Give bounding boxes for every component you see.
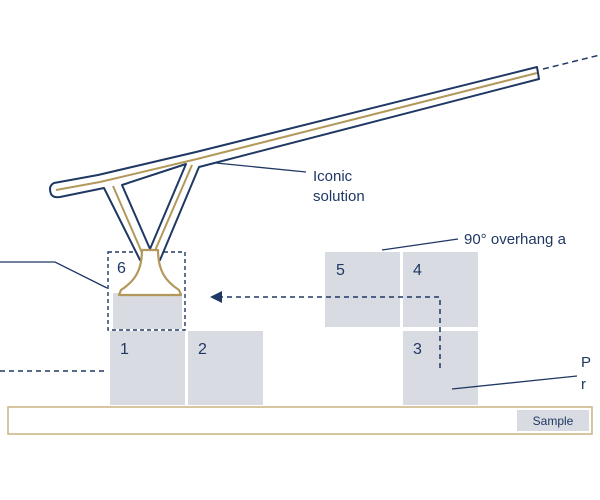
block-4	[403, 252, 478, 327]
sample-bar	[7, 406, 593, 435]
leader-line-iconic	[215, 162, 307, 173]
block-6	[113, 293, 182, 329]
block-5	[325, 252, 400, 327]
block-1-label: 1	[120, 341, 129, 358]
sample-label: Sample	[533, 414, 574, 428]
direction-arrowhead-icon	[210, 291, 222, 303]
iconic-solution-label-line2: solution	[313, 188, 365, 205]
overhang-angle-label: 90° overhang a	[464, 231, 567, 248]
iconic-solution-label-line1: Iconic	[313, 168, 353, 185]
left-leg-gold-line	[112, 185, 144, 256]
right-clipped-label-line2: r	[581, 376, 586, 393]
right-clipped-label-line1: P	[581, 354, 591, 371]
block-4-label: 4	[413, 262, 422, 279]
block-5-label: 5	[336, 262, 345, 279]
right-leg-gold-line	[153, 164, 193, 254]
support-funnel	[117, 248, 183, 297]
sample-label-box	[517, 410, 589, 431]
block-6-label: 6	[117, 260, 126, 277]
block-2-label: 2	[198, 341, 207, 358]
block-1	[110, 331, 185, 405]
print-order-dashed-path	[222, 296, 441, 368]
block-3-label: 3	[413, 341, 422, 358]
block-2	[188, 331, 263, 405]
support-notch	[121, 163, 187, 250]
leader-line-overhang	[381, 238, 459, 251]
beam-extension-dashed-line	[542, 54, 600, 70]
leader-line-left	[0, 261, 108, 289]
beam-inner-gold-line	[55, 72, 538, 191]
leader-line-right	[451, 375, 578, 390]
